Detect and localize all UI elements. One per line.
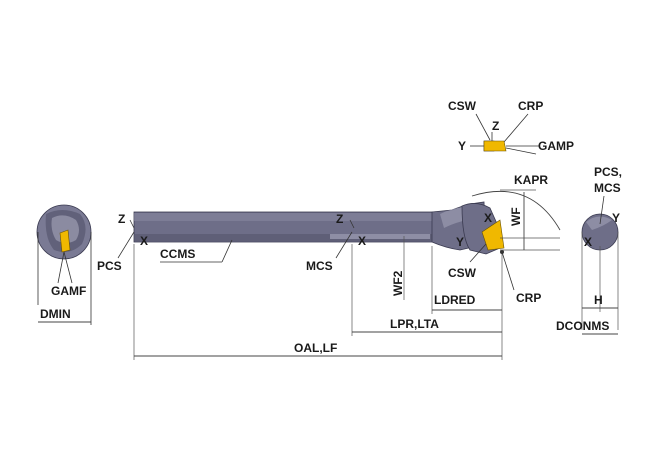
pcs-mcs-label-line1: PCS,	[594, 165, 622, 179]
gamf-leader-a	[57, 251, 65, 284]
right-end-leader	[599, 195, 605, 225]
h-label: H	[594, 293, 603, 307]
left-end-face	[51, 215, 79, 243]
dconms-label: DCONMS	[556, 319, 609, 333]
wf2-label: WF2	[391, 270, 405, 296]
shank-shadow	[134, 234, 434, 241]
csw-top-leader	[475, 113, 491, 141]
shank-x-left-label: X	[140, 234, 148, 248]
gamp-line-b	[505, 147, 537, 155]
shank-z-mid-axis	[349, 219, 355, 229]
shank-x-mid-label: X	[358, 234, 366, 248]
csw-bottom-label: CSW	[448, 266, 477, 280]
oal-lf-label: OAL,LF	[294, 341, 337, 355]
kapr-label: KAPR	[514, 173, 548, 187]
dmin-label: DMIN	[40, 307, 71, 321]
gamp-label: GAMP	[538, 139, 574, 153]
top-insert-detail: CSW CRP Z Y GAMP	[448, 99, 574, 155]
ccms-leader-tail	[221, 239, 233, 263]
shank-highlight	[134, 213, 434, 221]
left-end-insert	[59, 229, 71, 253]
right-end-x-label: X	[584, 235, 592, 249]
crp-top-leader	[503, 113, 529, 143]
csw-top-label: CSW	[448, 99, 477, 113]
kapr-arc	[471, 190, 561, 231]
head-x-label: X	[484, 211, 492, 225]
pcs-leader	[117, 231, 135, 259]
top-insert	[483, 140, 507, 152]
pcs-label: PCS	[97, 259, 122, 273]
wf-label: WF	[509, 207, 523, 226]
lpr-lta-label: LPR,LTA	[390, 317, 439, 331]
left-end-view: GAMF DMIN	[36, 204, 92, 325]
gamf-leader-b	[63, 251, 73, 284]
shank-z-left-label: Z	[118, 212, 125, 226]
ccms-label: CCMS	[160, 247, 195, 261]
mcs-label: MCS	[306, 259, 333, 273]
mcs-leader	[335, 231, 353, 259]
head-y-label: Y	[456, 235, 464, 249]
shank-z-left-axis	[129, 219, 135, 229]
tool-body	[133, 201, 505, 255]
crp-bottom-point	[500, 250, 504, 254]
shank-groove	[330, 234, 430, 239]
shank-z-mid-label: Z	[336, 212, 343, 226]
csw-bottom-leader	[469, 243, 487, 263]
crp-top-label: CRP	[518, 99, 543, 113]
crp-bottom-leader	[501, 251, 515, 291]
right-end-y-label: Y	[612, 211, 620, 225]
ldred-label: LDRED	[434, 293, 476, 307]
gamf-label: GAMF	[51, 284, 86, 298]
y-top-label: Y	[458, 139, 466, 153]
right-end-view: PCS, MCS Y X H DCONMS	[556, 165, 622, 335]
crp-bottom-label: CRP	[516, 291, 541, 305]
right-end-highlight	[586, 216, 612, 230]
pcs-mcs-label-line2: MCS	[594, 181, 621, 195]
z-top-label: Z	[492, 119, 499, 133]
